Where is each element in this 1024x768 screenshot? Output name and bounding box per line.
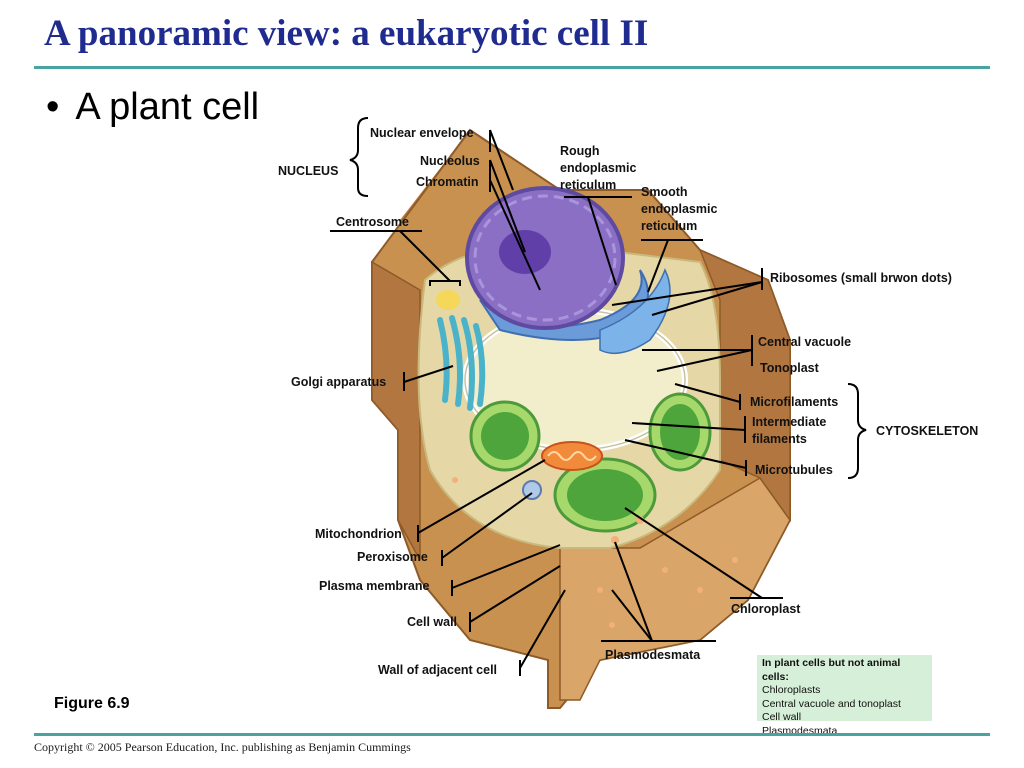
note-item: Chloroplasts: [762, 684, 821, 696]
label-chromatin: Chromatin: [416, 175, 479, 189]
bullet-dot-icon: •: [46, 86, 60, 128]
plant-only-note-box: In plant cells but not animal cells: Chl…: [757, 655, 932, 737]
bullet-text: A plant cell: [75, 86, 260, 128]
label-rough-er-3: reticulum: [560, 178, 616, 192]
label-microfilaments: Microfilaments: [750, 395, 838, 409]
label-smooth-er-1: Smooth: [641, 185, 688, 199]
peroxisome-shape: [522, 480, 542, 500]
footer-divider: [34, 733, 990, 736]
label-cell-wall: Cell wall: [407, 615, 457, 629]
slide-title: A panoramic view: a eukaryotic cell II: [44, 13, 649, 54]
chloroplast-bottom: [553, 457, 657, 533]
figure-caption: Figure 6.9: [54, 695, 130, 712]
label-intermediate-filaments-1: Intermediate: [752, 415, 826, 429]
label-centrosome: Centrosome: [336, 215, 409, 229]
label-nucleolus: Nucleolus: [420, 154, 480, 168]
label-rough-er-1: Rough: [560, 144, 600, 158]
label-plasmodesmata: Plasmodesmata: [605, 648, 701, 662]
label-smooth-er-3: reticulum: [641, 219, 697, 233]
label-cytoskeleton: CYTOSKELETON: [876, 424, 978, 438]
title-divider: [34, 66, 990, 69]
label-intermediate-filaments-2: filaments: [752, 432, 807, 446]
label-plasma-membrane: Plasma membrane: [319, 579, 430, 593]
cell-wall-right: [698, 248, 791, 523]
label-smooth-er-2: endoplasmic: [641, 202, 717, 216]
chloroplast-right: [648, 392, 712, 472]
note-item: Cell wall: [762, 711, 802, 723]
leader-lines: [330, 117, 867, 676]
label-ribosomes: Ribosomes (small brwon dots): [770, 271, 952, 285]
label-central-vacuole: Central vacuole: [758, 335, 851, 349]
golgi-shape: [437, 315, 486, 411]
cell-wall-left: [371, 260, 421, 561]
smooth-er-shape: [599, 268, 671, 355]
label-rough-er-2: endoplasmic: [560, 161, 636, 175]
label-microtubules: Microtubules: [755, 463, 833, 477]
copyright-notice: Copyright © 2005 Pearson Education, Inc.…: [34, 740, 411, 754]
mitochondrion-shape: [541, 441, 603, 471]
label-nucleus: NUCLEUS: [278, 164, 338, 178]
label-wall-of-adjacent-cell: Wall of adjacent cell: [378, 663, 497, 677]
bullet-point: • A plant cell: [46, 86, 259, 129]
label-tonoplast: Tonoplast: [760, 361, 820, 375]
label-golgi-apparatus: Golgi apparatus: [291, 375, 386, 389]
cell-illustration: [371, 128, 791, 709]
label-peroxisome: Peroxisome: [357, 550, 428, 564]
adjacent-cell-wall: [559, 477, 791, 701]
label-group: Nuclear envelope Nucleolus Chromatin NUC…: [278, 126, 978, 677]
nuclear-envelope-ring: [473, 194, 617, 322]
centrosome-shape: [436, 290, 460, 310]
chloroplast-left: [469, 400, 541, 472]
label-mitochondrion: Mitochondrion: [315, 527, 402, 541]
note-item: Central vacuole and tonoplast: [762, 697, 901, 710]
label-nuclear-envelope: Nuclear envelope: [370, 126, 474, 140]
label-chloroplast: Chloroplast: [731, 602, 801, 616]
note-title: In plant cells but not animal cells:: [762, 657, 901, 683]
